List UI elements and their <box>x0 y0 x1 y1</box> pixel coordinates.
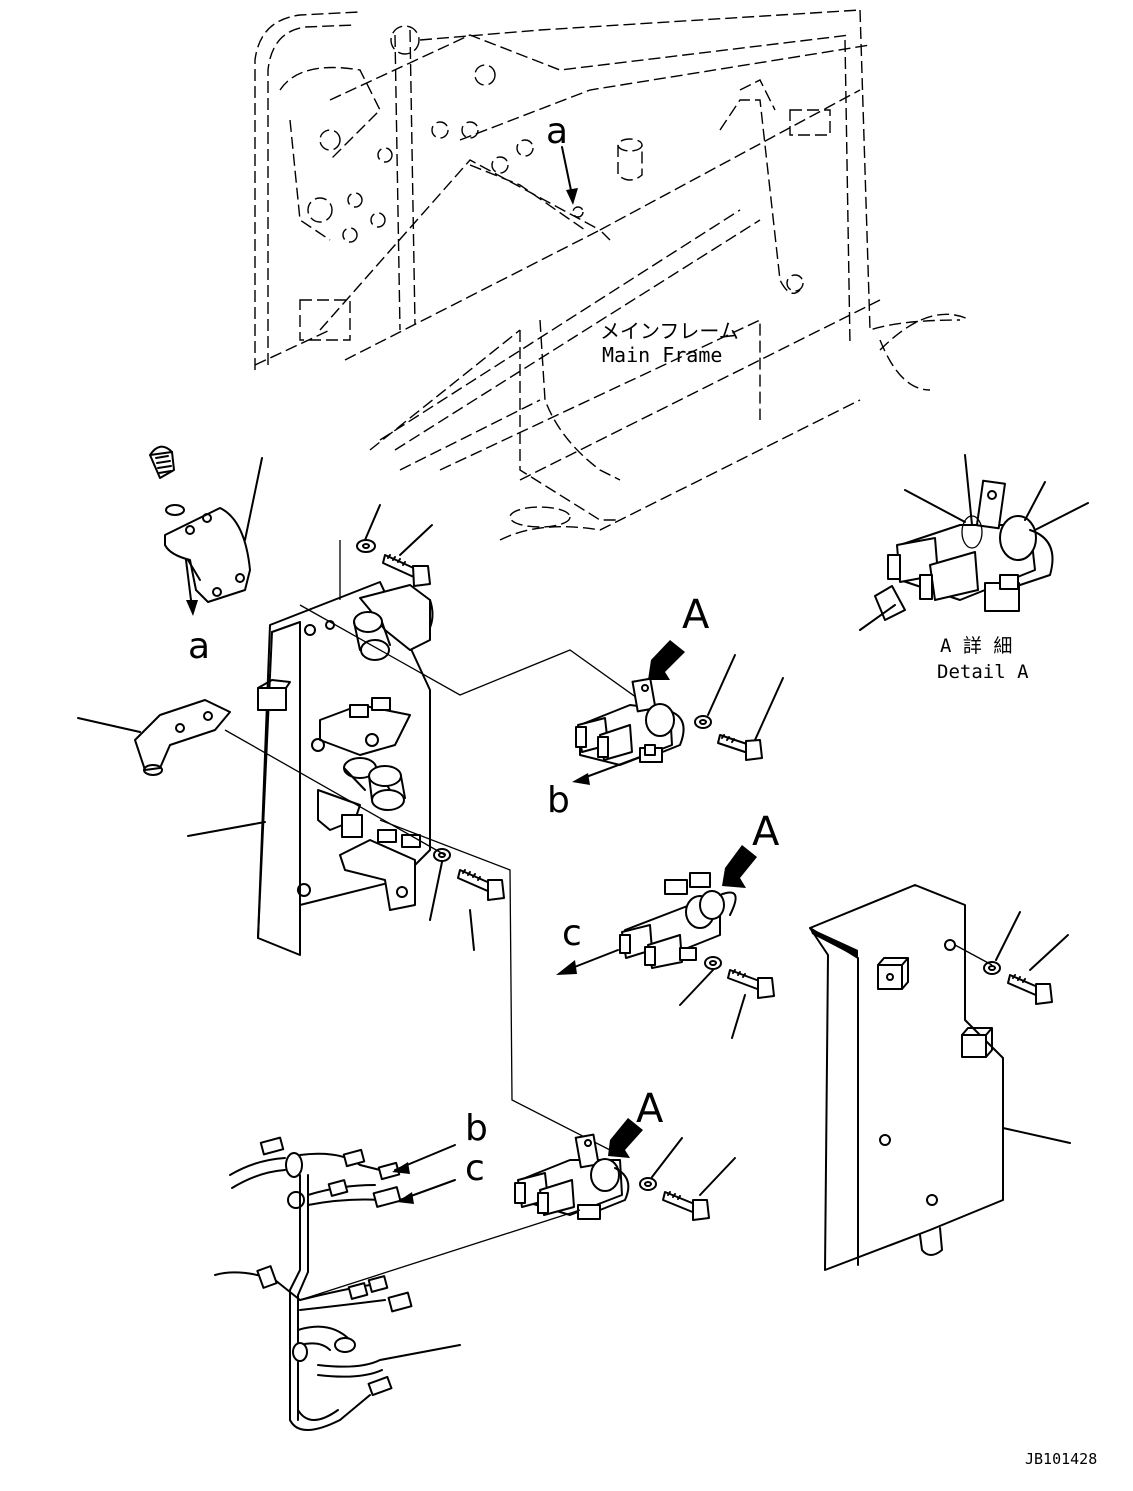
drawing-number: JB101428 <box>1025 1450 1097 1468</box>
callout-A-3: A <box>636 1086 664 1132</box>
callout-c-2: c <box>465 1148 485 1189</box>
washer-bolt-1 <box>299 504 641 701</box>
washer-bolt-2 <box>379 819 611 1151</box>
main-frame-label-ja: メインフレーム <box>600 319 739 343</box>
callout-a-top: a <box>546 111 568 152</box>
relay-2 <box>556 845 757 975</box>
cover-plate <box>809 884 1071 1271</box>
main-frame-outline <box>254 9 971 541</box>
clamp <box>77 699 446 856</box>
callout-b-2: b <box>465 1108 488 1149</box>
detail-a-relay <box>859 454 1089 631</box>
detail-label-en: Detail A <box>937 661 1029 683</box>
upper-bracket <box>149 445 263 616</box>
washer-bolt-5 <box>639 1137 736 1221</box>
washer-bolt-6 <box>954 911 1069 1005</box>
detail-label-ja: A 詳 細 <box>940 635 1012 657</box>
relay-1 <box>572 640 685 785</box>
leader-plate <box>187 821 266 837</box>
arrowhead <box>566 188 578 205</box>
callout-b-1: b <box>547 780 570 821</box>
callout-A-2: A <box>752 809 780 855</box>
callout-c-1: c <box>562 913 582 954</box>
main-frame-label-en: Main Frame <box>602 343 722 367</box>
relay-3 <box>514 1118 643 1220</box>
callout-A-1: A <box>682 592 710 638</box>
mounting-plate <box>257 581 434 956</box>
callout-a-left: a <box>188 626 210 667</box>
wiring-harness <box>214 1136 581 1431</box>
washer-bolt-3 <box>694 654 784 761</box>
washer-bolt-4 <box>679 956 775 1039</box>
